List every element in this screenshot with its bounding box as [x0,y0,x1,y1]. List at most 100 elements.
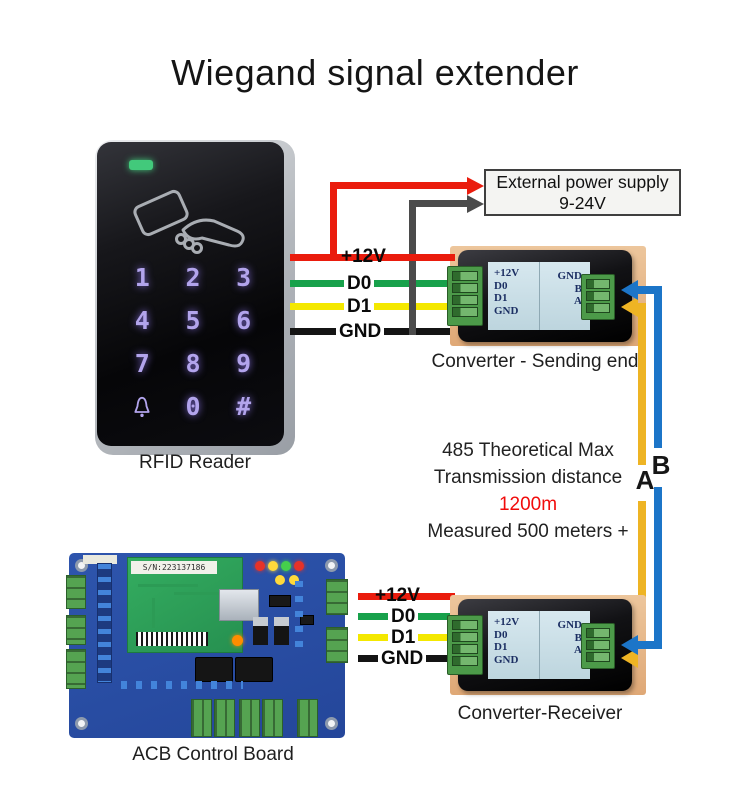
terminal-block-left [66,575,86,609]
rfid-keypad: 1 2 3 4 5 6 7 8 9 0 # [117,256,269,428]
ic-chip [269,595,291,607]
converter-sending: +12V D0 D1 GND GND B A [447,246,646,346]
bus-b-vertical-1 [654,286,662,448]
converter-sending-caption: Converter - Sending end [431,351,639,372]
key-2[interactable]: 2 [185,263,201,292]
bus-b-top-horizontal [636,286,662,294]
converter-sending-screen: +12V D0 D1 GND GND B A [488,262,590,330]
key-5[interactable]: 5 [185,306,201,335]
arrow-gray-right-icon [467,195,484,213]
info-line1: 485 Theoretical Max [442,440,614,461]
relay [195,657,233,682]
arrow-blue-left-top-icon [621,280,638,300]
serial-label: S/N:223137186 [131,561,217,574]
screen-right-labels: GND B A [557,619,582,656]
psu-line2: 9-24V [559,192,606,213]
terminal-block-right [326,579,348,615]
led-indicator [129,160,153,170]
key-9[interactable]: 9 [236,349,252,378]
key-3[interactable]: 3 [236,263,252,292]
terminal-block-left [66,615,86,645]
wire-label-d0-top: D0 [344,273,375,294]
converter-receiver-screen: +12V D0 D1 GND GND B A [488,611,590,679]
bus-label-b: B [651,450,671,480]
capacitor-column [295,581,303,651]
barcode [136,632,208,646]
rfid-reader: 1 2 3 4 5 6 7 8 9 0 # [95,140,295,455]
screw-hole [325,559,338,572]
wire-label-12v-bottom: +12V [375,585,420,606]
ethernet-port [219,589,259,621]
pin-header-strip [97,563,112,683]
screen-divider [538,262,540,330]
wire-12v-top [290,254,455,261]
wire-label-d1-bottom: D1 [388,627,419,648]
wire-label-d0-bottom: D0 [388,606,419,627]
screen-right-labels: GND B A [557,270,582,307]
bus-a-vertical-2 [638,501,646,662]
info-distance: 1200m [498,494,558,515]
key-hash[interactable]: # [236,392,252,421]
status-led-yellow [275,575,285,585]
status-led-yellow [289,575,299,585]
wire-label-12v-top: +12V [341,246,386,267]
key-bell[interactable] [117,385,168,428]
screen-left-labels: +12V D0 D1 GND [494,267,520,317]
wire-label-d1-top: D1 [344,296,375,317]
pcb-trace [174,592,224,595]
wire-gnd-psu-horizontal [409,200,468,207]
bus-b-vertical-2 [654,487,662,649]
wire-gnd-psu-vertical [409,200,416,335]
external-power-supply-box: External power supply 9-24V [484,169,681,216]
terminal-block-right [326,627,348,663]
capacitor-row [121,681,243,689]
rfid-reader-caption: RFID Reader [139,452,251,473]
status-led-green [281,561,291,571]
voltage-regulator [274,617,289,645]
key-1[interactable]: 1 [134,263,150,292]
converter-receiver: +12V D0 D1 GND GND B A [447,595,646,695]
terminal-block-right [581,274,615,320]
terminal-block-bottom [214,699,235,737]
bell-icon [134,396,150,417]
terminal-block-left [447,266,483,326]
key-7[interactable]: 7 [134,349,150,378]
voltage-regulator [253,617,268,645]
rfid-reader-face [97,142,284,446]
info-line4: Measured 500 meters + [427,521,629,542]
page-title: Wiegand signal extender [171,52,579,93]
pcb-trace [152,598,155,628]
bus-b-bottom-horizontal [634,641,662,649]
status-led-red [255,561,265,571]
pcb-trace [138,584,198,587]
arrow-gold-left-top-icon [621,297,638,317]
arrow-blue-left-bottom-icon [621,635,638,655]
status-led-yellow [268,561,278,571]
key-0[interactable]: 0 [185,392,201,421]
relay [235,657,273,682]
psu-line1: External power supply [496,171,669,192]
acb-board: S/N:223137186 [66,553,348,738]
wire-12v-bottom [358,593,455,600]
screen-divider [538,611,540,679]
bus-label-a: A [635,465,655,495]
key-6[interactable]: 6 [236,306,252,335]
info-line2: Transmission distance [433,467,623,488]
status-led-red [294,561,304,571]
wire-label-gnd-bottom: GND [378,648,427,669]
power-led-orange [232,635,243,646]
arrow-red-right-icon [467,177,484,195]
key-4[interactable]: 4 [134,306,150,335]
bus-a-vertical-1 [638,303,646,465]
key-8[interactable]: 8 [185,349,201,378]
board-sticker [83,555,117,564]
terminal-block-bottom [239,699,260,737]
screen-left-labels: +12V D0 D1 GND [494,616,520,666]
terminal-block-bottom [262,699,283,737]
screw-hole [75,717,88,730]
wire-12v-psu-vertical [330,182,337,261]
terminal-block-left [66,649,86,689]
card-swipe-icon [133,189,245,254]
wire-12v-psu-horizontal [330,182,468,189]
